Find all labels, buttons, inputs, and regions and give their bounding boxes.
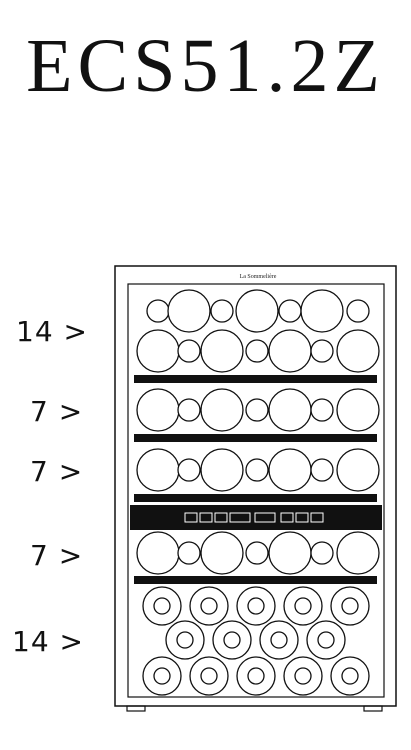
brand-logo: La Sommelière: [240, 274, 277, 280]
upright-bottle-neck: [247, 667, 265, 685]
bottle-neck: [245, 541, 269, 565]
bottle-base: [200, 448, 244, 492]
shelf-rack: [134, 494, 377, 502]
bottle-neck: [245, 458, 269, 482]
panel-button: [280, 512, 294, 523]
bottle-neck: [146, 299, 170, 323]
panel-button: [214, 512, 228, 523]
control-panel-buttons: [184, 512, 324, 523]
shelf-1-capacity: 14 >: [16, 315, 88, 348]
upright-bottle-neck: [294, 597, 312, 615]
upright-bottle-neck: [247, 597, 265, 615]
shelf-4-capacity: 7 >: [30, 539, 84, 572]
cabinet-inner-frame: [127, 283, 385, 698]
upright-bottle-neck: [200, 597, 218, 615]
bottle-base: [200, 531, 244, 575]
upright-bottle-neck: [200, 667, 218, 685]
shelf-rack: [134, 434, 377, 442]
bottle-base: [268, 329, 312, 373]
bottle-base: [268, 531, 312, 575]
bottle-neck: [278, 299, 302, 323]
bottle-base: [200, 388, 244, 432]
upright-bottle-neck: [153, 597, 171, 615]
bottle-base: [336, 531, 380, 575]
panel-button: [295, 512, 309, 523]
control-panel: [130, 505, 382, 530]
upright-bottle-neck: [153, 667, 171, 685]
panel-button: [199, 512, 213, 523]
bottle-neck: [310, 339, 334, 363]
bottle-neck: [177, 541, 201, 565]
shelf-3-capacity: 7 >: [30, 455, 84, 488]
bottle-base: [268, 388, 312, 432]
upright-bottle-neck: [341, 597, 359, 615]
bottle-base: [235, 289, 279, 333]
shelf-rack: [134, 375, 377, 383]
bottle-base: [136, 388, 180, 432]
bottle-neck: [310, 398, 334, 422]
bottle-base: [268, 448, 312, 492]
shelf-5-capacity: 14 >: [12, 625, 84, 658]
panel-button: [184, 512, 198, 523]
bottle-base: [336, 329, 380, 373]
bottle-base: [136, 448, 180, 492]
panel-button: [310, 512, 324, 523]
bottle-base: [336, 448, 380, 492]
right-foot: [363, 705, 383, 712]
panel-button: [254, 512, 276, 523]
bottle-neck: [210, 299, 234, 323]
upright-bottle-neck: [176, 631, 194, 649]
upright-bottle-neck: [317, 631, 335, 649]
bottle-base: [200, 329, 244, 373]
left-foot: [126, 705, 146, 712]
upright-bottle-neck: [341, 667, 359, 685]
bottle-neck: [346, 299, 370, 323]
bottle-neck: [177, 398, 201, 422]
bottle-neck: [245, 339, 269, 363]
bottle-base: [336, 388, 380, 432]
bottle-neck: [310, 458, 334, 482]
bottle-base: [136, 329, 180, 373]
bottle-neck: [177, 458, 201, 482]
upright-bottle-neck: [270, 631, 288, 649]
bottle-base: [300, 289, 344, 333]
bottle-layout: [134, 289, 380, 696]
bottle-neck: [245, 398, 269, 422]
upright-bottle-neck: [223, 631, 241, 649]
bottle-base: [167, 289, 211, 333]
bottle-neck: [310, 541, 334, 565]
model-title: ECS51.2Z: [26, 24, 385, 108]
panel-button: [229, 512, 251, 523]
bottle-neck: [177, 339, 201, 363]
shelf-rack: [134, 576, 377, 584]
upright-bottle-neck: [294, 667, 312, 685]
bottle-base: [136, 531, 180, 575]
shelf-2-capacity: 7 >: [30, 395, 84, 428]
